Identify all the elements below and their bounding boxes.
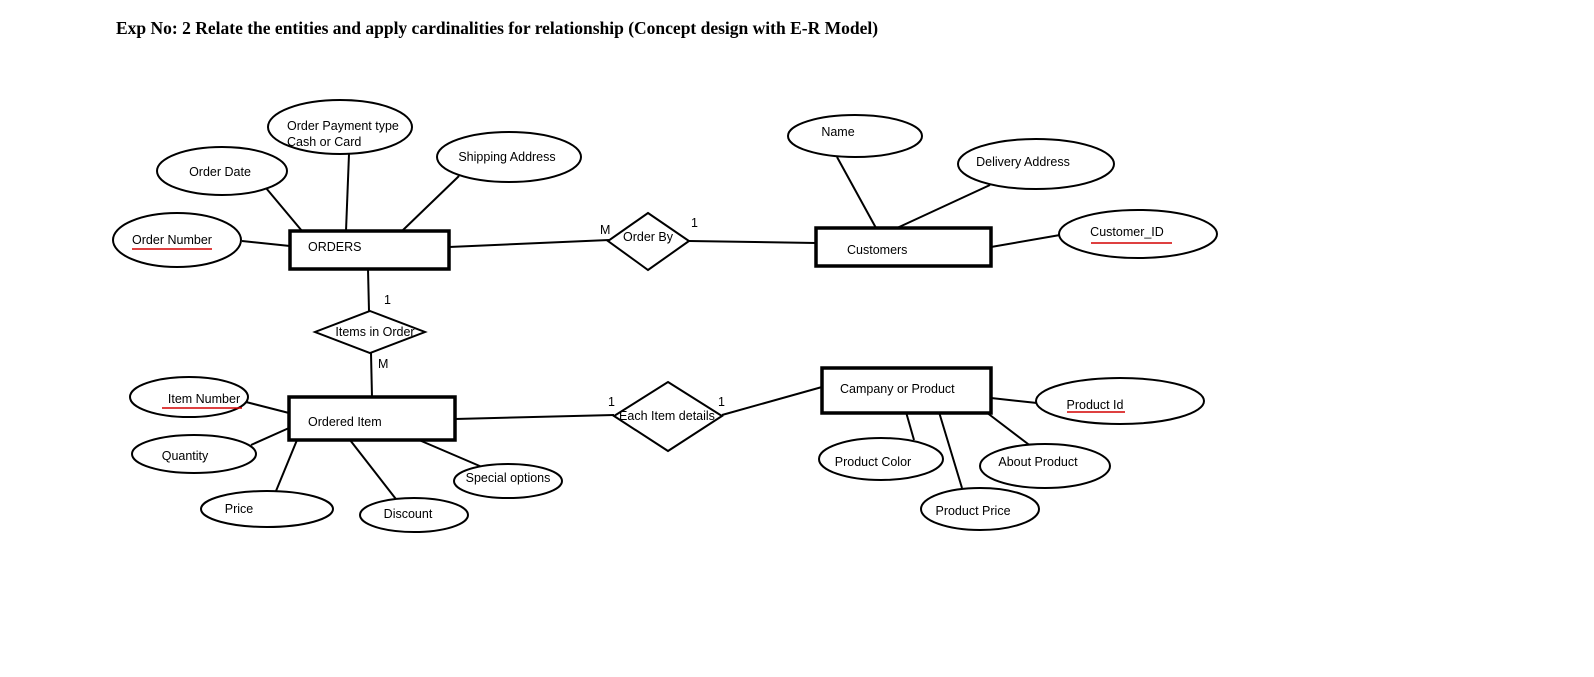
entity-ordered-item: Ordered Item — [287, 395, 457, 442]
cardinality-orderby-customers: 1 — [691, 216, 698, 230]
cardinality-orders-orderby: M — [600, 223, 610, 237]
cardinality-itemsinorder-ordereditem: M — [378, 357, 388, 371]
cardinality-labels: M 1 1 M 1 1 — [378, 216, 725, 409]
relationship-label: Order By — [623, 230, 674, 244]
attribute-product-color: Product Color — [818, 437, 944, 481]
entity-company-or-product: Campany or Product — [820, 366, 993, 415]
attribute-order-number: Order Number — [112, 212, 242, 268]
entity-label: Ordered Item — [308, 415, 382, 429]
attribute-name: Name — [787, 114, 923, 158]
attribute-label: Price — [225, 502, 254, 516]
page-title: Exp No: 2 Relate the entities and apply … — [116, 18, 879, 38]
attribute-label-line2: Cash or Card — [287, 135, 361, 149]
attribute-customer-id: Customer_ID — [1058, 209, 1218, 259]
entity-customers: Customers — [814, 226, 993, 268]
attribute-label: Delivery Address — [976, 155, 1070, 169]
attribute-special-options: Special options — [453, 463, 563, 499]
attribute-discount: Discount — [359, 497, 469, 533]
attribute-shipping-address: Shipping Address — [436, 131, 582, 183]
relationship-label: Items in Order — [335, 325, 414, 339]
attribute-label: Order Payment type — [287, 119, 399, 133]
attribute-label: Special options — [466, 471, 551, 485]
attribute-label: Order Date — [189, 165, 251, 179]
attribute-label: Product Color — [835, 455, 911, 469]
attribute-label: Name — [821, 125, 854, 139]
entity-label: Campany or Product — [840, 382, 955, 396]
entity-orders: ORDERS — [288, 229, 451, 271]
attribute-label: Customer_ID — [1090, 225, 1164, 239]
attribute-label: Order Number — [132, 233, 212, 247]
attribute-label: Discount — [384, 507, 433, 521]
attribute-label: About Product — [998, 455, 1078, 469]
attribute-label: Shipping Address — [458, 150, 555, 164]
relationship-each-item-details: Each Item details — [612, 380, 724, 453]
attribute-label: Product Price — [935, 504, 1010, 518]
attribute-label: Item Number — [168, 392, 240, 406]
connectors — [241, 153, 1061, 504]
attribute-about-product: About Product — [979, 443, 1111, 489]
attribute-label: Product Id — [1067, 398, 1124, 412]
relationship-items-in-order: Items in Order — [312, 309, 428, 355]
entity-label: ORDERS — [308, 240, 361, 254]
attribute-quantity: Quantity — [131, 434, 257, 474]
cardinality-eachitem-company: 1 — [718, 395, 725, 409]
attribute-label: Quantity — [162, 449, 209, 463]
relationship-label: Each Item details — [619, 409, 715, 423]
attribute-price: Price — [200, 490, 334, 528]
attribute-delivery-address: Delivery Address — [957, 138, 1115, 190]
entity-label: Customers — [847, 243, 907, 257]
cardinality-orders-itemsinorder: 1 — [384, 293, 391, 307]
attribute-order-payment-type: Order Payment type Cash or Card — [267, 99, 413, 155]
attribute-order-date: Order Date — [156, 146, 288, 196]
relationship-order-by: Order By — [606, 211, 691, 272]
cardinality-ordereditem-eachitem: 1 — [608, 395, 615, 409]
attribute-product-id: Product Id — [1035, 377, 1205, 425]
attribute-product-price: Product Price — [920, 487, 1040, 531]
attribute-item-number: Item Number — [129, 376, 249, 418]
